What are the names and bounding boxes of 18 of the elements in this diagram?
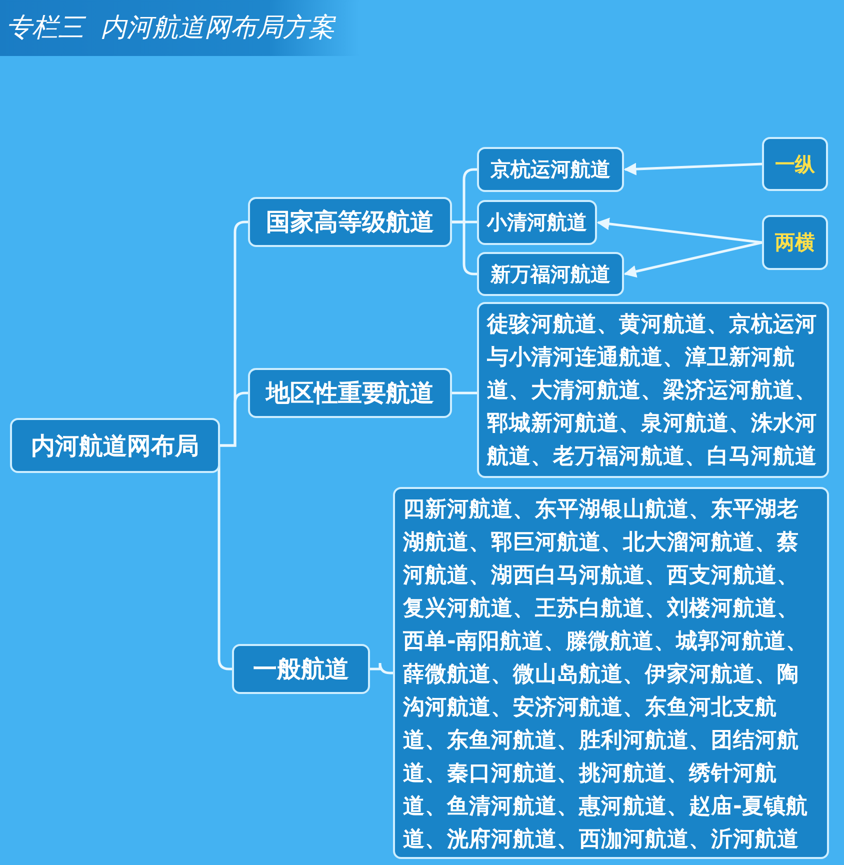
- arrow: [624, 241, 762, 278]
- connector-line: [370, 662, 393, 674]
- category-box: 国家高等级航道: [248, 197, 452, 247]
- waterway-box: 小清河航道: [477, 200, 597, 245]
- tag-box: 一纵: [762, 137, 828, 191]
- connector-line: [220, 392, 248, 447]
- waterway-box: 新万福河航道: [477, 252, 624, 296]
- connector-line: [452, 392, 477, 394]
- root-box: 内河航道网布局: [10, 418, 220, 473]
- arrow: [596, 218, 762, 244]
- waterway-list-box: 四新河航道、东平湖银山航道、东平湖老湖航道、郓巨河航道、北大溜河航道、蔡河航道、湖西白马河航道、西支河航道、复兴河航道、王苏白航道、刘楼河航道、西单-南阳航道、滕微航道、城郭河航道、薛微航道、微山岛航道、伊家河航道、陶沟河航道、安济河航道、东鱼河北支航道、东鱼河航道、胜利河航道、团结河航道、秦口河航道、挑河航道、绣针河航道、鱼清河航道、惠河航道、赵庙-夏镇航道、洸府河航道、西泇河航道、沂河航道: [393, 487, 829, 859]
- waterway-box: 京杭运河航道: [477, 147, 624, 192]
- connector-line: [452, 220, 477, 276]
- tag-box: 两横: [762, 215, 828, 270]
- waterway-list-box: 徒骇河航道、黄河航道、京杭运河与小清河连通航道、漳卫新河航道、大清河航道、梁济运河航道、郓城新河航道、泉河航道、洙水河航道、老万福河航道、白马河航道: [477, 302, 829, 478]
- arrow: [624, 162, 762, 176]
- category-box: 一般航道: [232, 644, 370, 694]
- category-box: 地区性重要航道: [248, 368, 452, 418]
